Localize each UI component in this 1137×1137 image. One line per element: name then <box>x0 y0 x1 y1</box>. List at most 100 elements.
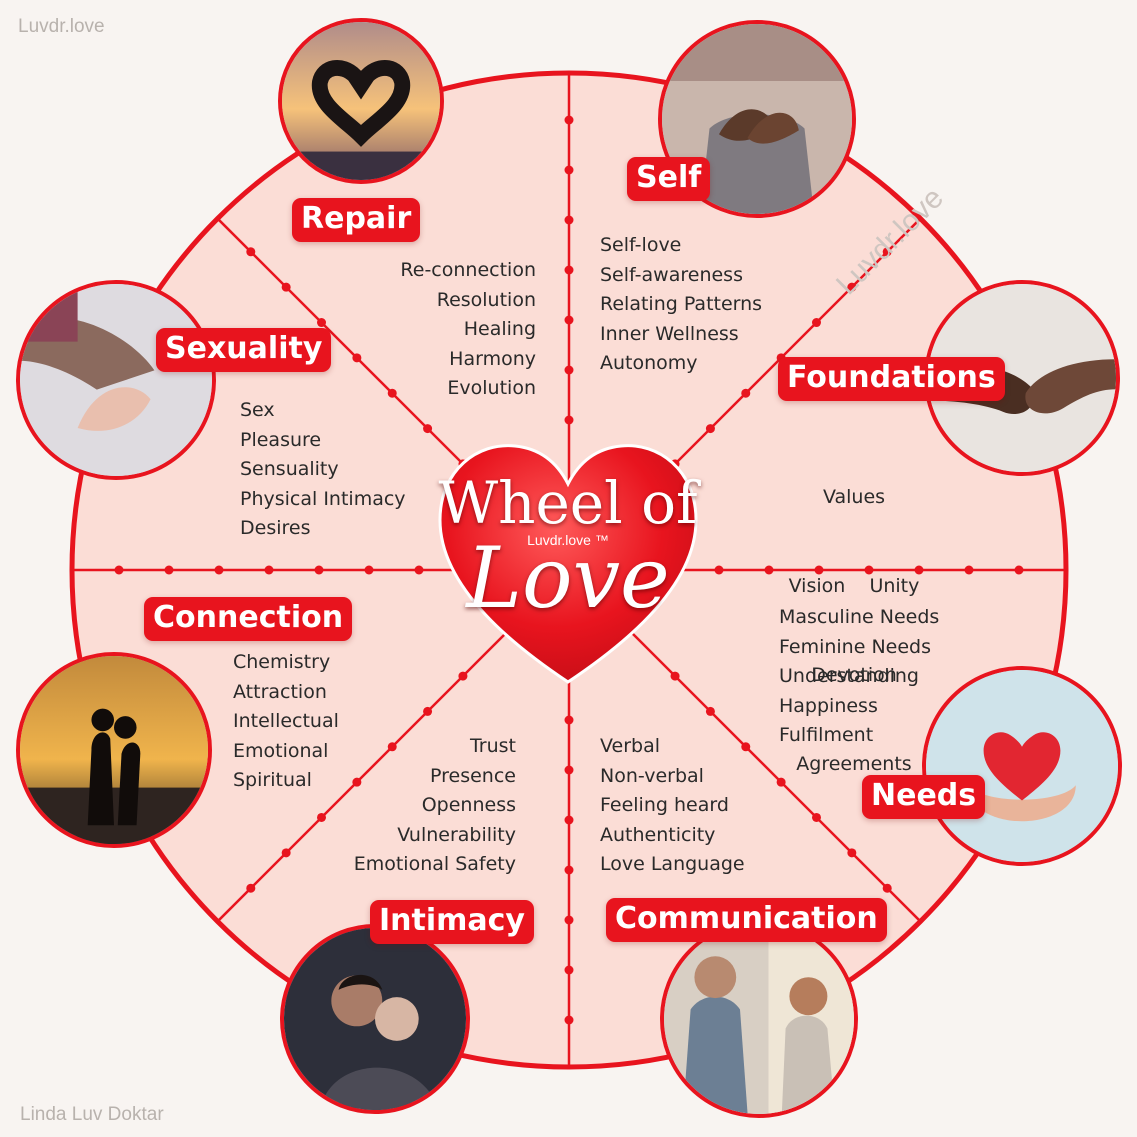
list-sexuality: Sex Pleasure Sensuality Physical Intimac… <box>240 396 406 544</box>
spoke-dot <box>705 424 715 434</box>
list-item: Spiritual <box>233 769 312 792</box>
spoke-dot <box>423 424 433 434</box>
list-item: Feeling heard <box>600 794 729 817</box>
list-communication: Verbal Non-verbal Feeling heard Authenti… <box>600 732 745 880</box>
spoke-dot <box>811 812 821 822</box>
label-needs: Needs <box>862 775 986 819</box>
list-item: Fulfilment <box>779 724 874 747</box>
list-item: Autonomy <box>600 352 698 375</box>
spoke-dot <box>564 765 574 775</box>
spoke-dot <box>317 812 327 822</box>
photo-repair <box>278 18 444 184</box>
label-repair: Repair <box>292 198 421 242</box>
list-item: Verbal <box>600 735 661 757</box>
spoke-dot <box>387 388 397 398</box>
list-item: Self-love <box>600 234 682 256</box>
spoke-dot <box>246 247 256 257</box>
spoke-dot <box>564 865 574 875</box>
spoke-dot <box>564 265 574 275</box>
spoke-dot <box>741 388 751 398</box>
list-item: Physical Intimacy <box>240 487 406 510</box>
spoke-dots <box>114 115 1024 1025</box>
list-intimacy: Trust Presence Openness Vulnerability Em… <box>316 732 516 880</box>
label-foundations: Foundations <box>778 357 1005 401</box>
spoke-dot <box>564 965 574 975</box>
spoke-dot <box>164 565 174 575</box>
spoke-dot <box>564 1015 574 1025</box>
spoke-dot <box>387 742 397 752</box>
spoke-dot <box>264 565 274 575</box>
title-line2: Love <box>466 529 670 627</box>
spoke-dot <box>564 365 574 375</box>
spoke-dot <box>423 706 433 716</box>
spoke-dot <box>847 282 857 292</box>
spoke-dot <box>564 715 574 725</box>
label-sexuality: Sexuality <box>156 328 332 372</box>
list-connection: Chemistry Attraction Intellectual Emotio… <box>233 648 339 796</box>
sunset-kiss-icon <box>20 656 208 844</box>
list-foundations: Values Vision Unity Devotion Agreements <box>754 424 954 838</box>
watermark-top-left: Luvdr.love <box>18 16 105 37</box>
photo-sexuality <box>16 280 216 480</box>
label-communication: Communication <box>606 898 887 942</box>
spoke-dot <box>670 671 680 681</box>
list-item: Emotional <box>233 739 329 762</box>
list-item: Authenticity <box>600 823 716 846</box>
spoke-dot <box>352 353 362 363</box>
spoke-dot <box>352 777 362 787</box>
photo-self <box>658 20 856 218</box>
intertwined-hands-icon <box>20 284 212 476</box>
list-item: Devotion <box>811 663 897 686</box>
list-item: Harmony <box>449 347 536 370</box>
list-item: Resolution <box>436 288 536 311</box>
spoke-dot <box>964 565 974 575</box>
spoke-dot <box>564 215 574 225</box>
spoke-dot <box>864 565 874 575</box>
spoke-dot <box>114 565 124 575</box>
list-item: Self-awareness <box>600 263 743 286</box>
spoke-dot <box>814 565 824 575</box>
photo-needs <box>922 666 1122 866</box>
spoke-dot <box>811 318 821 328</box>
list-item: Chemistry <box>233 651 331 673</box>
spoke-dot <box>317 318 327 328</box>
spoke-dot <box>564 915 574 925</box>
spoke-dot <box>458 671 468 681</box>
spoke-dot <box>281 282 291 292</box>
couple-talking-icon <box>664 924 854 1114</box>
list-item: Sensuality <box>240 458 339 481</box>
list-self: Self-love Self-awareness Relating Patter… <box>600 231 762 379</box>
list-item: Evolution <box>447 377 536 400</box>
spoke-dot <box>314 565 324 575</box>
list-item: Intellectual <box>233 710 339 733</box>
spoke-dot <box>741 742 751 752</box>
list-item: Inner Wellness <box>600 322 739 345</box>
spoke-dot <box>714 565 724 575</box>
list-item: Vulnerability <box>397 823 516 846</box>
title-line1: Wheel of <box>438 469 698 537</box>
spoke-dot <box>564 815 574 825</box>
spoke-dot <box>214 565 224 575</box>
spoke-dot <box>281 848 291 858</box>
spoke-dot <box>764 565 774 575</box>
watermark-bottom-left: Linda Luv Doktar <box>20 1104 164 1125</box>
photo-connection <box>16 652 212 848</box>
spoke-dot <box>564 415 574 425</box>
spoke-dot <box>847 848 857 858</box>
center-title: Wheel of Luvdr.love ™ Love <box>418 469 718 627</box>
list-item: Masculine Needs <box>779 606 940 628</box>
list-needs: Masculine Needs Feminine Needs Understan… <box>779 603 939 751</box>
center-heart <box>438 444 698 684</box>
list-item: Feminine Needs <box>779 635 932 658</box>
spoke-dot <box>414 565 424 575</box>
spoke-dot <box>882 883 892 893</box>
list-item: Non-verbal <box>600 764 704 787</box>
list-item: Emotional Safety <box>353 853 516 876</box>
list-item: Vision Unity <box>788 574 920 597</box>
photo-intimacy <box>280 924 470 1114</box>
list-item: Happiness <box>779 694 878 717</box>
spoke-dot <box>882 247 892 257</box>
spoke-dot <box>564 315 574 325</box>
list-item: Agreements <box>796 752 912 775</box>
